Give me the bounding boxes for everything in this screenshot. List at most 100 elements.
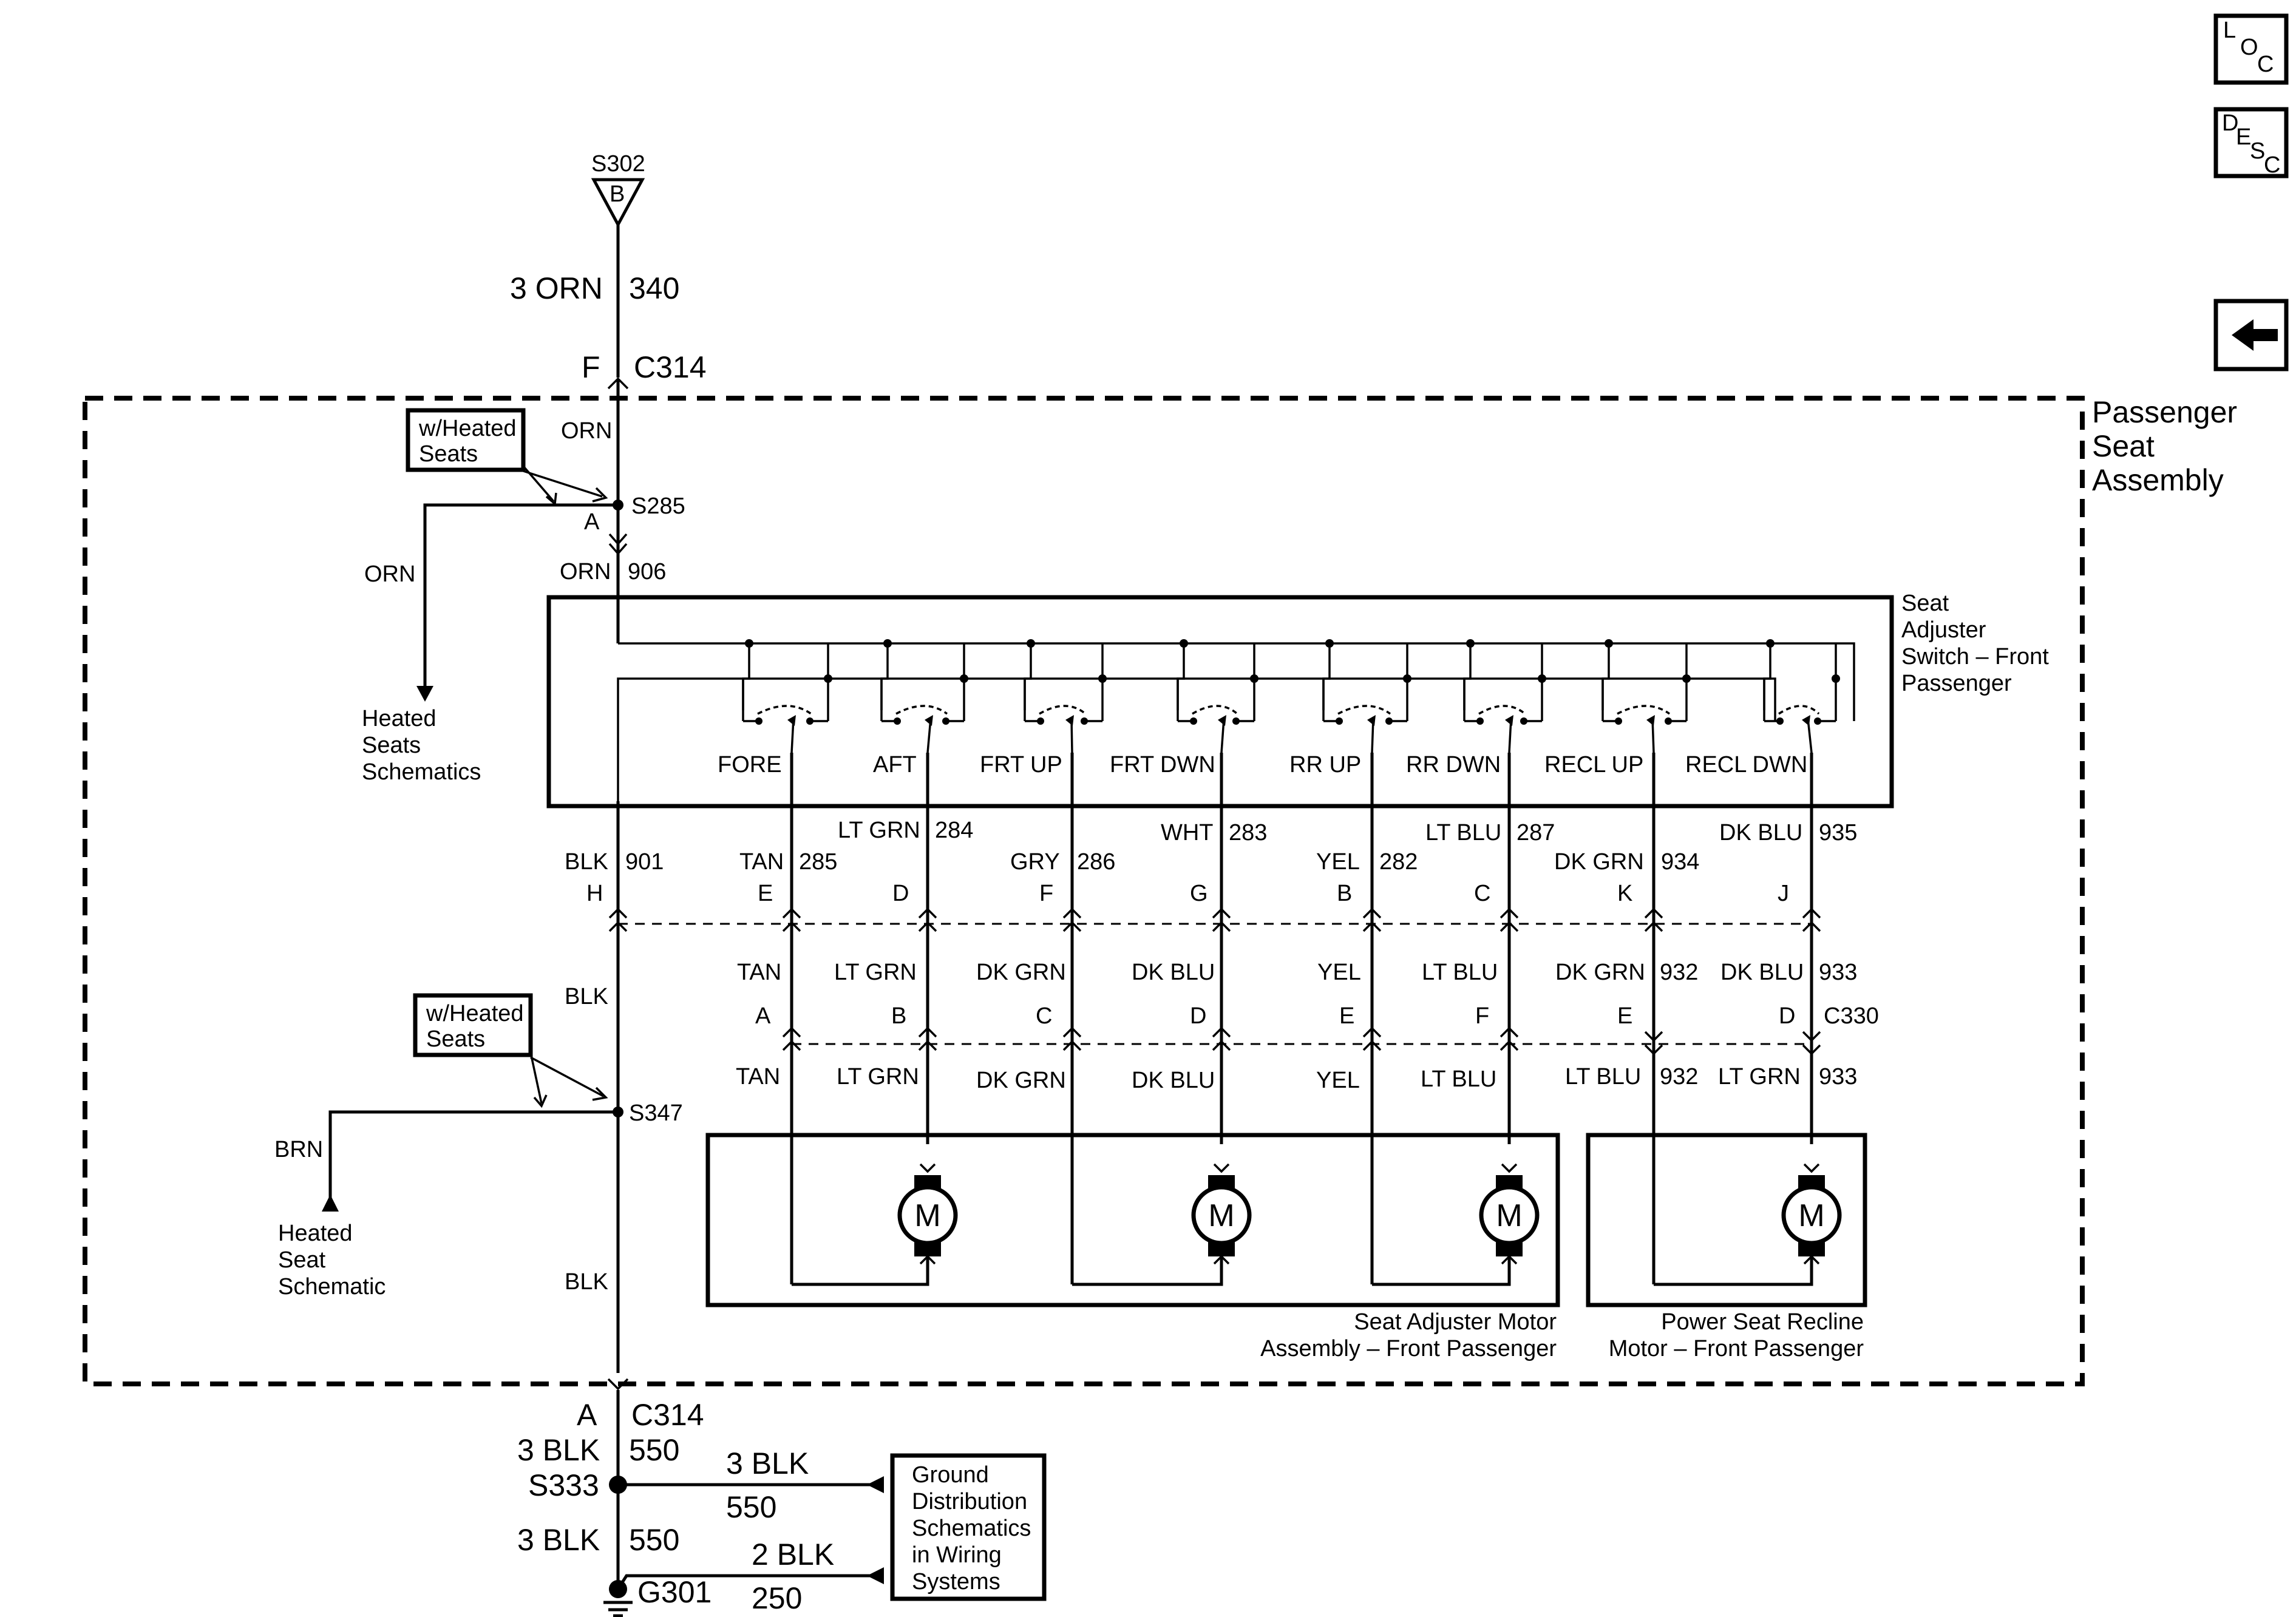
heated-seat-schematic-ref[interactable]: Heated Seat Schematic bbox=[278, 1221, 385, 1300]
switch-contact-recl-up bbox=[1601, 639, 1691, 753]
connector-mark-upper-6 bbox=[1500, 907, 1519, 932]
switch-contact-recl-dwn bbox=[1763, 639, 1840, 753]
svg-text:J: J bbox=[1778, 881, 1789, 906]
svg-text:F: F bbox=[1475, 1003, 1489, 1029]
svg-text:F: F bbox=[1039, 881, 1053, 906]
back-button[interactable] bbox=[2213, 299, 2289, 371]
connector-mark-mid-3 bbox=[1212, 1026, 1231, 1051]
connector-mark-upper-8 bbox=[1802, 907, 1821, 932]
ground-distribution-ref[interactable]: Ground Distribution Schematics in Wiring… bbox=[890, 1453, 1047, 1601]
svg-text:LT BLU: LT BLU bbox=[1565, 1064, 1641, 1090]
svg-text:G: G bbox=[1190, 881, 1208, 906]
loc-letter-c: C bbox=[2257, 52, 2274, 77]
svg-text:D: D bbox=[892, 881, 909, 906]
orn-906-circuit: 906 bbox=[628, 559, 666, 585]
svg-text:934: 934 bbox=[1661, 849, 1699, 875]
splice-s302-pin: B bbox=[610, 181, 625, 207]
switch-contact-rr-dwn bbox=[1463, 639, 1546, 753]
heated-seats-option-top-line1: w/Heated bbox=[418, 416, 517, 441]
desc-letter-c: C bbox=[2264, 152, 2280, 178]
blk-lower-label: BLK bbox=[565, 1269, 608, 1295]
motor-symbol-1: M bbox=[914, 1198, 940, 1233]
connector-mark-upper-1 bbox=[782, 907, 801, 932]
svg-text:Switch – Front: Switch – Front bbox=[1901, 644, 2049, 670]
heated-seats-schematics-ref[interactable]: Heated Seats Schematics bbox=[362, 706, 481, 785]
svg-text:Ground: Ground bbox=[912, 1462, 989, 1488]
connector-marks bbox=[608, 907, 1821, 1056]
svg-text:E: E bbox=[758, 881, 773, 906]
seat-adjuster-motor-box bbox=[705, 1133, 1560, 1307]
svg-text:Schematics: Schematics bbox=[912, 1516, 1031, 1541]
svg-text:E: E bbox=[1339, 1003, 1354, 1029]
bottom-wire2-circuit: 550 bbox=[629, 1523, 679, 1557]
loc-letter-l: L bbox=[2223, 18, 2236, 43]
splice-s302-label: S302 bbox=[591, 151, 645, 177]
svg-text:LT GRN: LT GRN bbox=[1718, 1064, 1801, 1090]
svg-text:H: H bbox=[586, 881, 603, 906]
switch-contact-frt-up bbox=[1024, 639, 1107, 753]
passenger-seat-assembly-boundary bbox=[83, 396, 2085, 1386]
svg-text:LT GRN: LT GRN bbox=[838, 818, 920, 843]
svg-text:E: E bbox=[1617, 1003, 1632, 1029]
svg-text:Systems: Systems bbox=[912, 1569, 1000, 1595]
connector-mark-upper-2 bbox=[918, 907, 937, 932]
svg-text:Motor – Front Passenger: Motor – Front Passenger bbox=[1609, 1336, 1864, 1361]
svg-text:282: 282 bbox=[1379, 849, 1418, 875]
orn-branch-label: ORN bbox=[364, 561, 415, 587]
connector-c330-label: C330 bbox=[1824, 1003, 1879, 1029]
passenger-seat-assembly-label: Passenger Seat Assembly bbox=[2092, 395, 2237, 497]
switch-contact-rr-up bbox=[1322, 639, 1411, 753]
svg-text:DK BLU: DK BLU bbox=[1719, 820, 1802, 846]
switch-label-aft: AFT bbox=[873, 752, 917, 778]
switch-contact-fore bbox=[742, 639, 832, 753]
svg-text:DK GRN: DK GRN bbox=[976, 1068, 1066, 1093]
loc-letter-o: O bbox=[2240, 35, 2258, 60]
bottom-wire1-circuit: 550 bbox=[629, 1433, 679, 1467]
svg-text:Power Seat Recline: Power Seat Recline bbox=[1661, 1309, 1864, 1335]
switch-label-rr-up: RR UP bbox=[1289, 752, 1361, 778]
svg-text:WHT: WHT bbox=[1161, 820, 1214, 846]
svg-text:TAN: TAN bbox=[737, 960, 781, 985]
svg-text:LT GRN: LT GRN bbox=[837, 1064, 919, 1090]
heated-seats-option-box-top bbox=[406, 408, 526, 472]
svg-text:283: 283 bbox=[1229, 820, 1267, 846]
svg-text:Heated: Heated bbox=[278, 1221, 353, 1246]
top-connector-pin: F bbox=[582, 350, 600, 384]
brn-wire-label: BRN bbox=[274, 1137, 323, 1162]
seat-adjuster-motor-label: Seat Adjuster Motor Assembly – Front Pas… bbox=[1260, 1309, 1557, 1361]
svg-text:BLK: BLK bbox=[565, 984, 608, 1009]
svg-text:C: C bbox=[1474, 881, 1490, 906]
splice-s285-label: S285 bbox=[631, 493, 685, 519]
bottom-connector-pin: A bbox=[577, 1398, 597, 1432]
switch-label-fore: FORE bbox=[718, 752, 782, 778]
svg-text:K: K bbox=[1617, 881, 1632, 906]
desc-button[interactable]: D E S C bbox=[2213, 107, 2289, 178]
top-connector-label: C314 bbox=[634, 350, 707, 384]
heated-seats-option-top-line2: Seats bbox=[419, 441, 478, 467]
power-seat-recline-label: Power Seat Recline Motor – Front Passeng… bbox=[1609, 1309, 1864, 1361]
motor-wiring bbox=[792, 1256, 1813, 1286]
svg-text:D: D bbox=[1190, 1003, 1206, 1029]
svg-text:GRY: GRY bbox=[1010, 849, 1060, 875]
svg-text:933: 933 bbox=[1819, 1064, 1857, 1090]
switch-label-recl-up: RECL UP bbox=[1544, 752, 1643, 778]
svg-text:DK BLU: DK BLU bbox=[1132, 960, 1215, 985]
left-arrow-icon bbox=[2232, 319, 2278, 351]
orn-wire-label-top: ORN bbox=[561, 418, 612, 444]
svg-text:TAN: TAN bbox=[739, 849, 784, 875]
connector-mark-upper-0 bbox=[608, 907, 628, 932]
connector-mark-upper-5 bbox=[1362, 907, 1382, 932]
heated-seats-option-box-bottom bbox=[413, 993, 533, 1057]
svg-text:287: 287 bbox=[1517, 820, 1555, 846]
svg-text:D: D bbox=[1779, 1003, 1795, 1029]
desc-letter-e: E bbox=[2236, 124, 2251, 150]
desc-letter-d: D bbox=[2222, 110, 2238, 136]
loc-button[interactable]: L O C bbox=[2213, 13, 2289, 85]
heated-seats-option-bottom-line2: Seats bbox=[426, 1026, 485, 1052]
power-seat-recline-motor-box bbox=[1586, 1133, 1867, 1307]
signal-wires bbox=[616, 753, 1813, 1373]
ground-g301-icon bbox=[603, 1580, 633, 1617]
svg-text:Heated: Heated bbox=[362, 706, 436, 731]
svg-text:LT GRN: LT GRN bbox=[834, 960, 917, 985]
